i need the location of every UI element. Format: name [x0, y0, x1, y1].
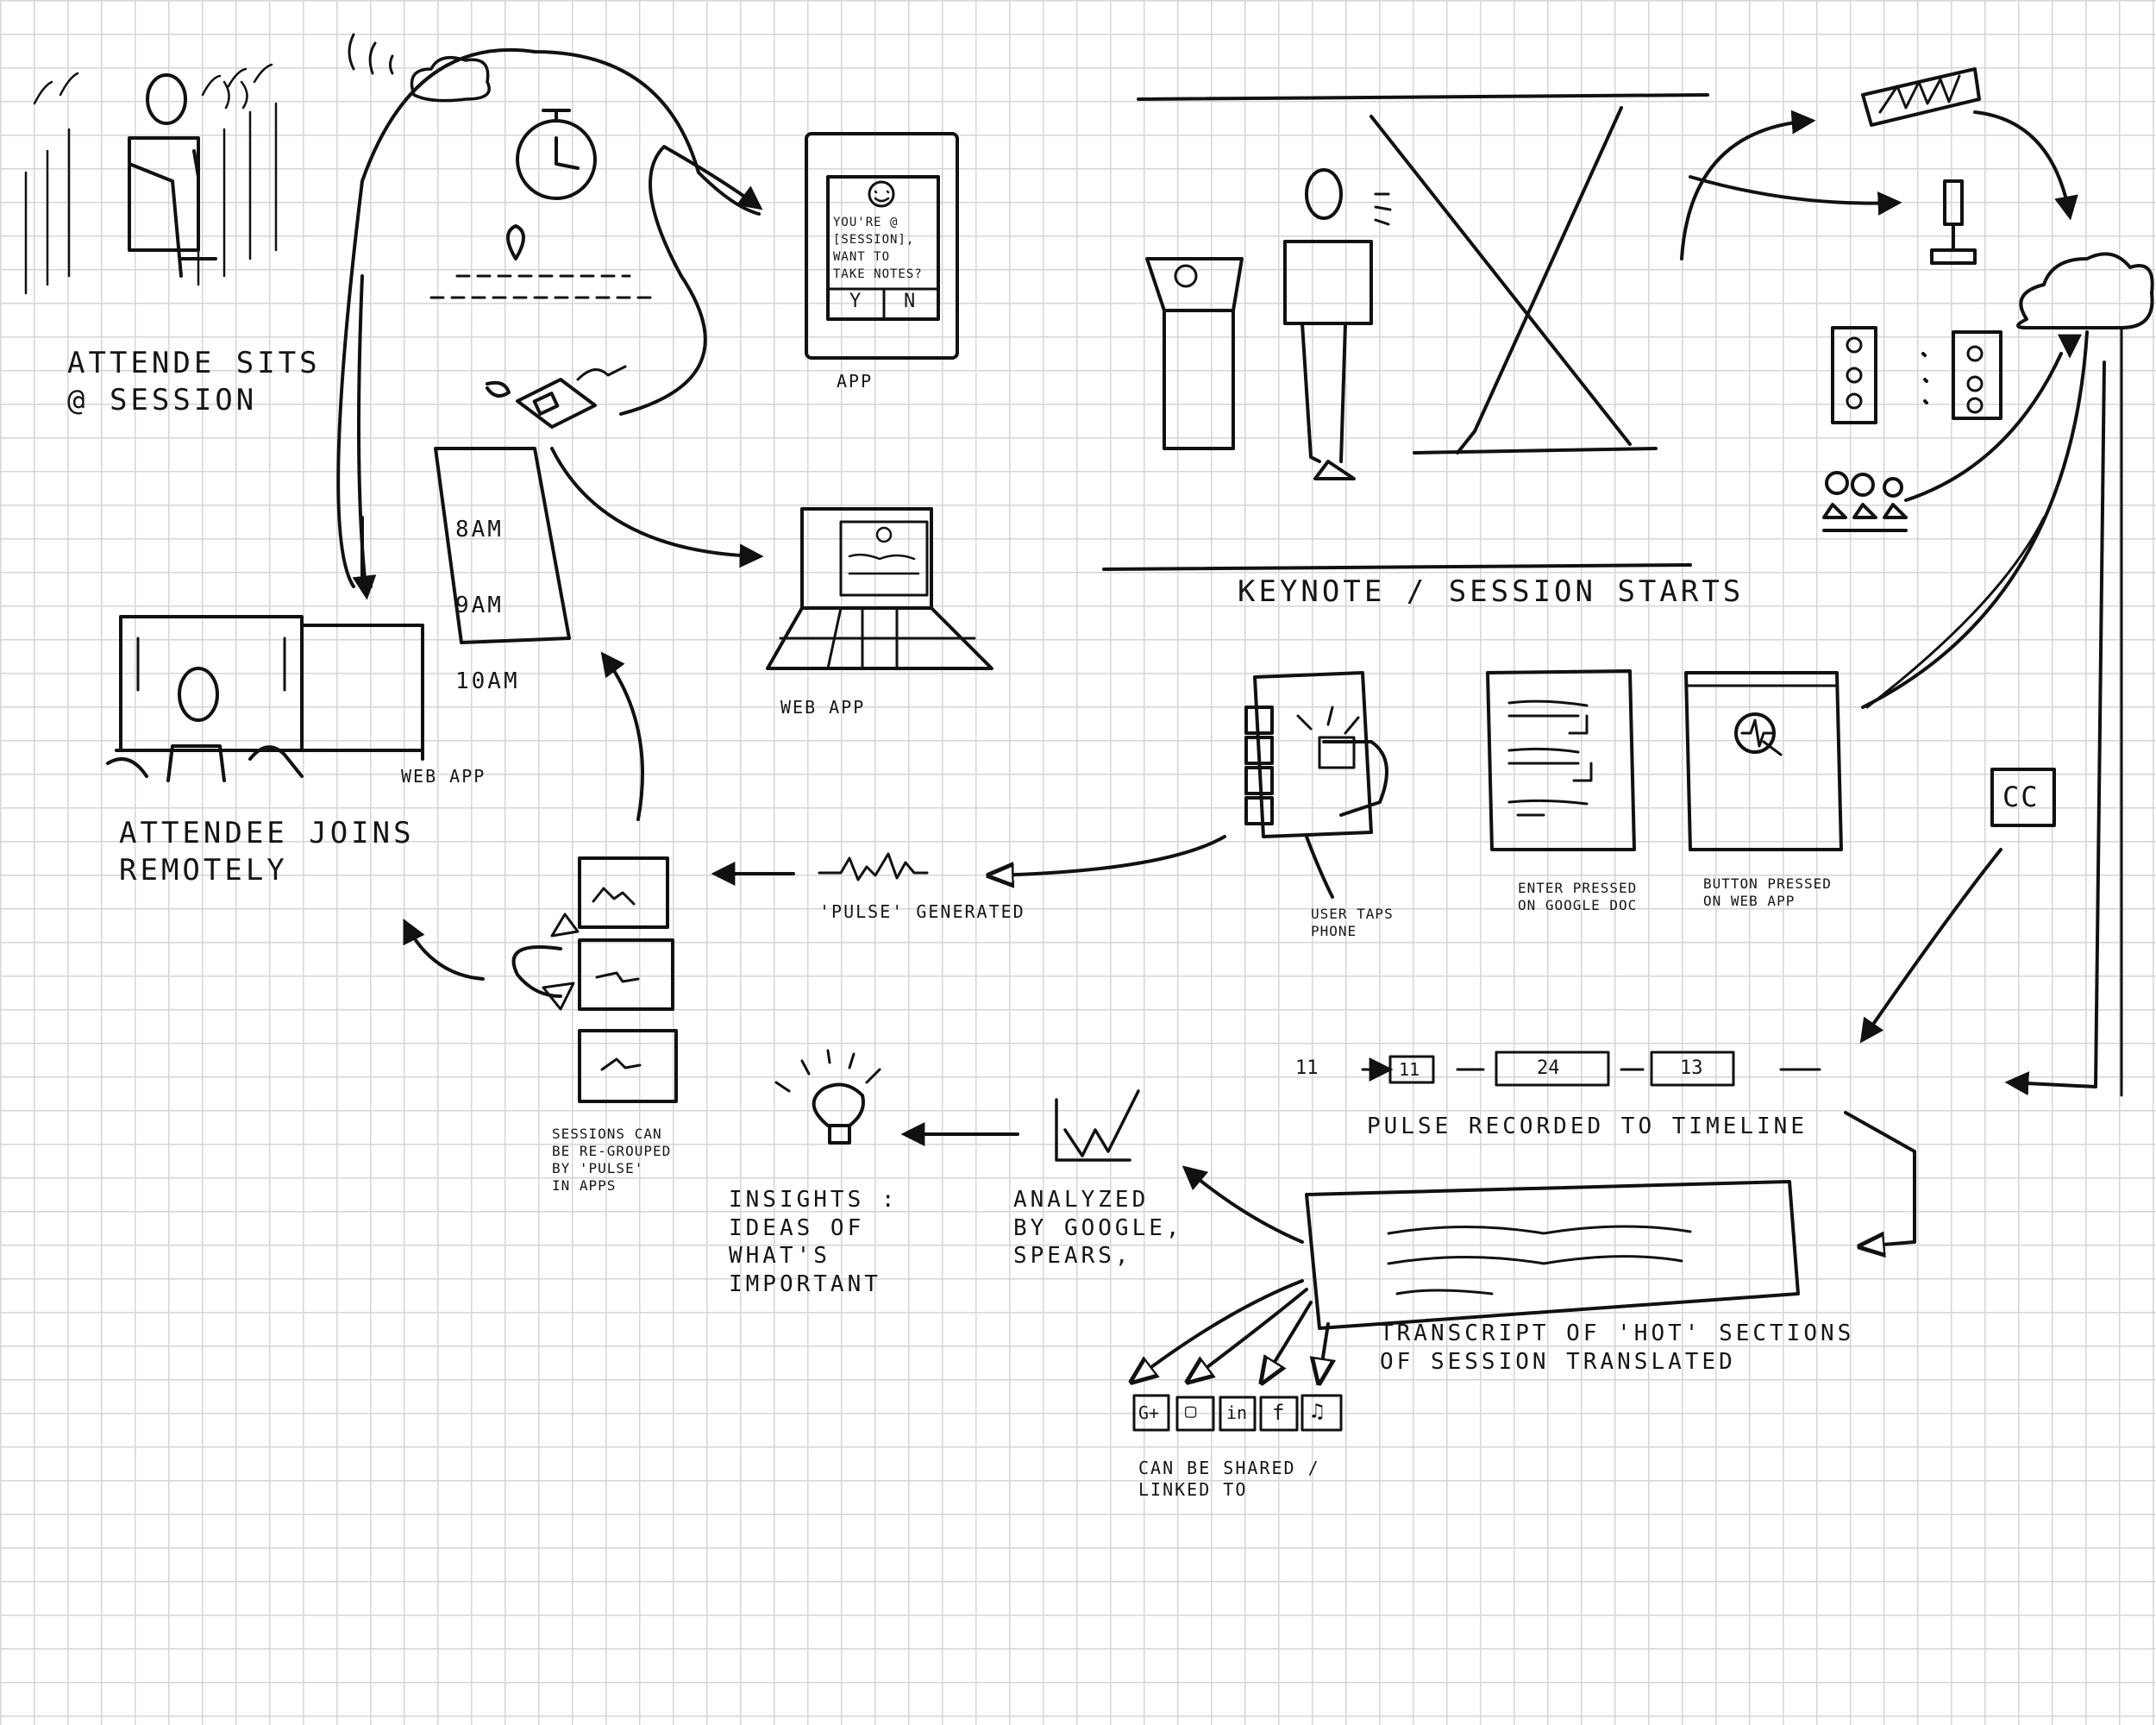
cc-badge-box: [1990, 768, 2056, 827]
label-user-taps-phone: USER TAPS PHONE: [1311, 906, 1394, 939]
beacon-device-sketch: [486, 365, 627, 429]
arrow-to-remote-attendee: [403, 918, 485, 981]
arrow-transcript-to-analysis: [1181, 1165, 1304, 1244]
timeline-lead-marker: 11: [1295, 1057, 1319, 1079]
phone-tap-sketch: [1244, 671, 1388, 899]
arrow-to-mic: [1689, 175, 1902, 216]
laptop-web-app-sketch: [766, 507, 993, 670]
share-icons-row: [1132, 1394, 1343, 1432]
label-app: APP: [837, 371, 874, 392]
label-shared: CAN BE SHARED / LINKED TO: [1138, 1458, 1320, 1500]
location-pin-icon: [429, 224, 657, 299]
label-pulse-recorded: PULSE RECORDED TO TIMELINE: [1367, 1113, 1808, 1139]
google-doc-sketch: [1486, 669, 1636, 851]
label-attendee-sits: ATTENDE SITS @ SESSION: [67, 346, 321, 417]
timeline-sketch: [1361, 1051, 1821, 1087]
timeline-value: 13: [1680, 1057, 1703, 1079]
arrow-to-share-4: [1319, 1322, 1328, 1380]
schedule-list: 8AM 9AM 10AM: [455, 473, 520, 738]
facebook-icon[interactable]: f: [1272, 1401, 1285, 1425]
arrow-to-camera: [1680, 110, 1816, 260]
label-transcript: TRANSCRIPT OF 'HOT' SECTIONS OF SESSION …: [1380, 1320, 1855, 1375]
schedule-item: 8AM: [455, 517, 504, 543]
phone-yes-button[interactable]: Y: [849, 291, 862, 312]
arrow-to-share-2: [1190, 1288, 1308, 1380]
arrow-up-to-app: [600, 651, 644, 821]
session-pulse-cards: [511, 856, 678, 1103]
label-analyzed: ANALYZED BY GOOGLE, SPEARS,: [1013, 1187, 1183, 1269]
label-web-app-remote: WEB APP: [401, 766, 486, 787]
cloud-signal-sketch: [348, 33, 491, 103]
remote-attendee-sketch: [106, 615, 424, 782]
label-web-app-laptop: WEB APP: [780, 697, 866, 718]
arrow-down-left: [352, 274, 377, 600]
clock-icon: [516, 109, 597, 200]
label-button-pressed: BUTTON PRESSED ON WEB APP: [1703, 875, 1832, 909]
phone-prompt-text: YOU'RE @ [SESSION], WANT TO TAKE NOTES?: [833, 216, 923, 281]
equipment-sketch: [1822, 67, 2002, 532]
arrow-to-share-1: [1134, 1279, 1304, 1380]
mobile-app-sketch: [805, 132, 959, 360]
label-pulse-generated: 'PULSE' GENERATED: [819, 901, 1025, 922]
phone-no-button[interactable]: N: [904, 291, 916, 312]
analysis-chart: [1055, 1089, 1140, 1162]
schedule-card: [434, 447, 571, 644]
lightbulb-icon: [774, 1049, 881, 1145]
google-plus-icon[interactable]: G+: [1138, 1402, 1160, 1423]
schedule-item: 10AM: [455, 668, 520, 694]
arrow-arc-top: [336, 47, 761, 588]
cloud-icon: [2016, 252, 2154, 329]
arrow-docs-to-cloud: [1865, 516, 2046, 709]
pulse-waveform: [818, 852, 929, 881]
youtube-icon[interactable]: ▢: [1185, 1401, 1197, 1422]
attendee-seated-sketch: [24, 63, 278, 295]
timeline-value: 11: [1399, 1059, 1420, 1080]
schedule-item: 9AM: [455, 593, 504, 618]
arrow-to-laptop: [550, 447, 764, 568]
arrow-people-cloud: [1904, 352, 2063, 502]
label-attendee-joins: ATTENDEE JOINS REMOTELY: [119, 816, 415, 888]
arrow-to-app: [619, 145, 763, 416]
arrow-cloud-to-timeline: [2004, 361, 2106, 1096]
keynote-stage-sketch: [1102, 93, 1709, 571]
transcript-card: [1305, 1180, 1800, 1330]
arrow-cloud-feed: [1861, 330, 2089, 709]
music-icon[interactable]: ♫: [1311, 1399, 1324, 1423]
label-insights: INSIGHTS : IDEAS OF WHAT'S IMPORTANT: [729, 1187, 899, 1297]
arrow-timeline-to-transcript: [1844, 1111, 1916, 1246]
label-keynote-starts: KEYNOTE / SESSION STARTS: [1238, 574, 1745, 609]
web-app-button-sketch: [1684, 671, 1843, 851]
arrow-to-cloud: [1973, 110, 2078, 221]
arrow-cc-to-timeline: [1859, 848, 2002, 1044]
timeline-value: 24: [1537, 1057, 1560, 1079]
label-sessions-regrouped: SESSIONS CAN BE RE-GROUPED BY 'PULSE' IN…: [552, 1126, 672, 1194]
arrow-to-share-3: [1263, 1301, 1313, 1380]
linkedin-icon[interactable]: in: [1226, 1402, 1248, 1423]
label-enter-pressed: ENTER PRESSED ON GOOGLE DOC: [1518, 880, 1638, 913]
cc-badge: CC: [2002, 781, 2040, 813]
arrow-tap-to-pulse: [992, 835, 1226, 875]
